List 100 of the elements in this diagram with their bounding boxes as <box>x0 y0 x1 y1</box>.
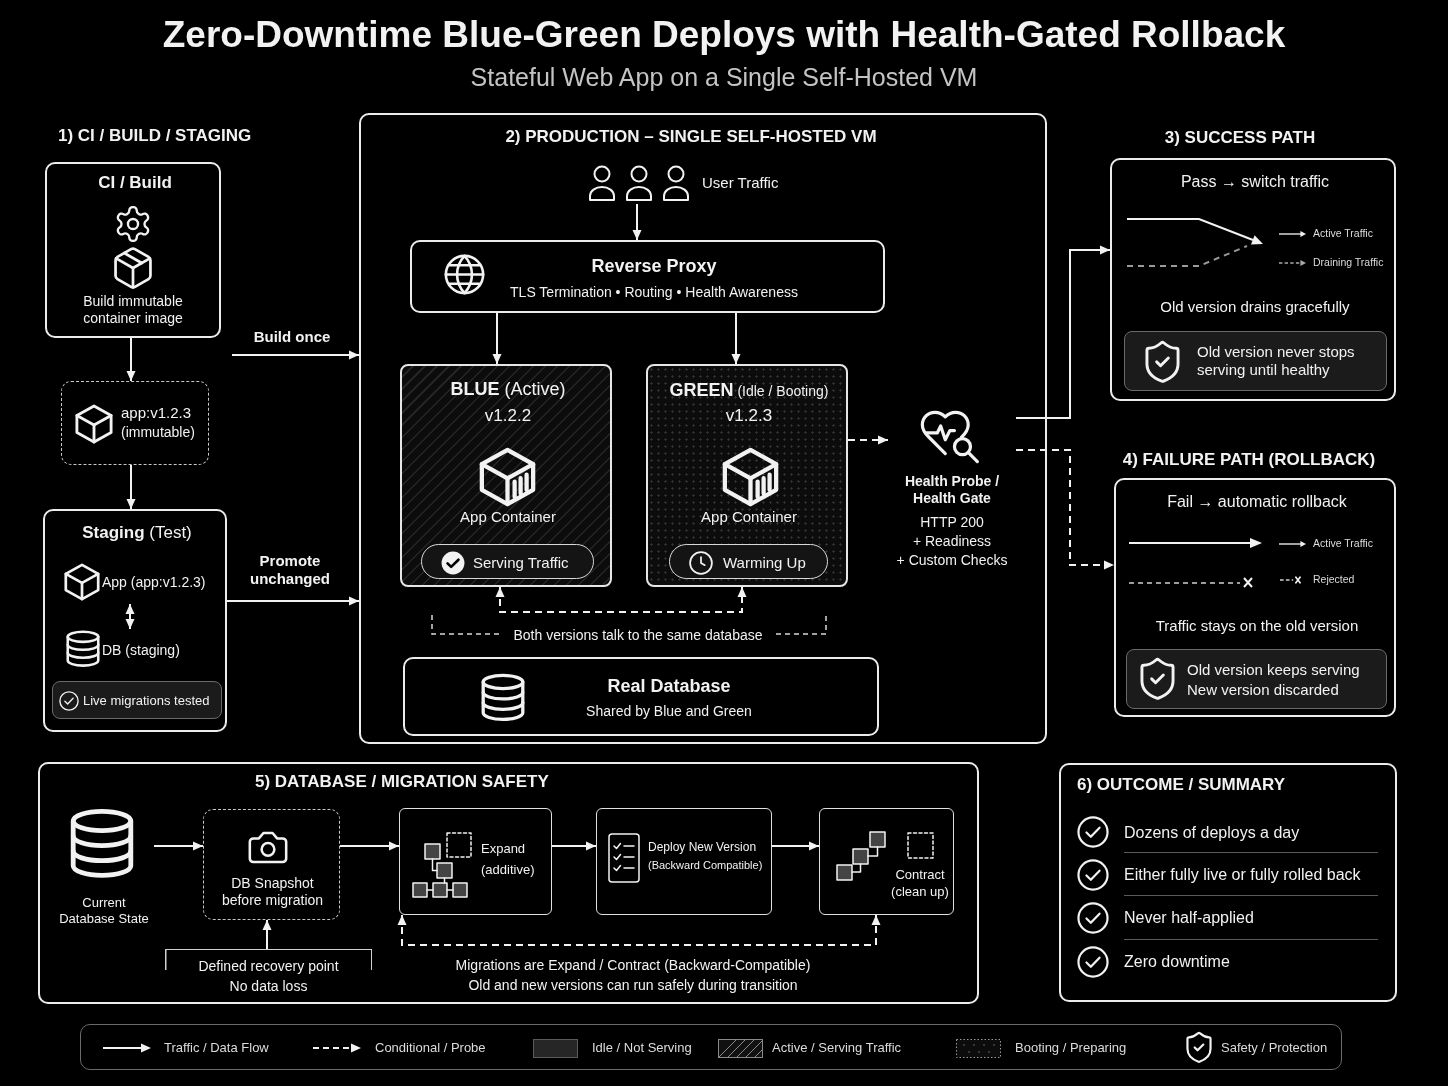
panel-subtitle: Fail → automatic rollback <box>1166 492 1348 512</box>
status-badge <box>52 681 222 719</box>
note: Defined recovery point <box>197 958 340 976</box>
component-label: DB (staging) <box>102 642 181 660</box>
description: DB Snapshot before migration <box>220 875 325 910</box>
version-label: v1.2.2 <box>483 406 533 427</box>
box-title: Staging (Test) <box>81 523 193 544</box>
check-item: HTTP 200 <box>919 514 985 532</box>
section-heading: 1) CI / BUILD / STAGING <box>58 126 253 147</box>
vm-panel <box>359 113 1047 744</box>
arrow <box>771 841 820 851</box>
note: Old version keeps serving <box>1187 661 1361 680</box>
note: New version discarded <box>1187 681 1340 700</box>
legend-label: Active Traffic <box>1313 537 1373 550</box>
gate-title: Health Probe / Health Gate <box>903 473 1001 508</box>
image-tag: app:v1.2.3 <box>121 404 207 423</box>
section-heading: 2) PRODUCTION – SINGLE SELF-HOSTED VM <box>504 127 878 148</box>
note: No data loss <box>228 978 309 996</box>
legend-label: Conditional / Probe <box>375 1040 486 1056</box>
status-label: Warming Up <box>723 554 807 573</box>
arrow <box>551 841 597 851</box>
component-label: App Container <box>700 508 798 527</box>
build-panel <box>45 162 221 338</box>
traffic-label: User Traffic <box>702 174 780 193</box>
step-box <box>596 808 772 915</box>
summary-item: Either fully live or fully rolled back <box>1124 865 1362 885</box>
footnote: Old and new versions can run safely during transition <box>467 977 799 995</box>
legend-label: Active / Serving Traffic <box>772 1040 902 1056</box>
safety-note-box <box>1126 649 1387 709</box>
legend-label: Rejected <box>1313 573 1355 586</box>
dashed-arrow <box>847 435 889 445</box>
box-title: Real Database <box>606 676 732 698</box>
safety-note-box <box>1124 331 1387 391</box>
proxy-box <box>410 240 885 313</box>
step-box <box>399 808 552 915</box>
arrow <box>125 603 135 630</box>
arrow <box>153 841 204 851</box>
dashed-artifact-box <box>61 381 209 465</box>
status-label: Live migrations tested <box>83 693 211 709</box>
section-heading: 4) FAILURE PATH (ROLLBACK) <box>1121 450 1377 471</box>
step-title: Expand <box>481 841 527 857</box>
summary-item: Zero downtime <box>1124 952 1231 972</box>
description: TLS Termination • Routing • Health Awareness <box>509 284 799 302</box>
legend-label: Idle / Not Serving <box>592 1040 692 1056</box>
legend-label: Active Traffic <box>1313 227 1373 240</box>
description: Build immutable container image <box>82 293 184 328</box>
hatched-container-box <box>400 364 612 587</box>
dashed-arrow <box>1015 449 1115 570</box>
step-note: (additive) <box>481 862 536 878</box>
description: Shared by Blue and Green <box>585 703 753 721</box>
step-note: (Backward Compatible) <box>648 859 764 873</box>
image-note: (immutable) <box>121 424 196 442</box>
legend-label: Traffic / Data Flow <box>164 1040 269 1056</box>
component-label: App (app:v1.2.3) <box>102 574 207 592</box>
bracket-label: Both versions talk to the same database <box>512 627 764 645</box>
step-title: Contract <box>894 867 946 883</box>
arrow <box>262 919 272 950</box>
arrow <box>231 350 360 360</box>
dashed-snapshot-box <box>203 809 340 920</box>
dotted-container-box <box>646 364 848 587</box>
arrow <box>126 464 136 510</box>
legend-label: Draining Traffic <box>1313 256 1384 269</box>
summary-item: Dozens of deploys a day <box>1124 823 1301 843</box>
summary-item: Never half-applied <box>1124 908 1255 928</box>
status-pill <box>669 544 828 579</box>
legend-label: Booting / Preparing <box>1015 1040 1127 1056</box>
arrow <box>632 203 642 241</box>
dashed-arrow <box>397 914 881 946</box>
description: Current Database State <box>58 895 150 927</box>
arrow <box>492 312 502 365</box>
step-note: (clean up) <box>890 884 950 900</box>
footnote: Migrations are Expand / Contract (Backward-Compatible) <box>454 957 812 975</box>
arrow <box>126 337 136 382</box>
legend-label: Safety / Protection <box>1221 1040 1328 1056</box>
section-heading: 6) OUTCOME / SUMMARY <box>1077 775 1287 796</box>
arrow <box>1015 245 1111 419</box>
step-box <box>819 808 954 915</box>
edge-label: Build once <box>252 328 332 347</box>
status-label: Serving Traffic <box>473 554 570 573</box>
edge-label: Promote unchanged <box>249 552 331 589</box>
description: Old version drains gracefully <box>1159 298 1351 317</box>
arrow <box>731 312 741 365</box>
version-label: v1.2.3 <box>724 406 774 427</box>
section-heading: 5) DATABASE / MIGRATION SAFETY <box>255 772 550 793</box>
staging-panel <box>43 509 227 732</box>
database-box <box>403 657 879 736</box>
arrow <box>339 841 400 851</box>
box-title: BLUE (Active) <box>449 379 567 401</box>
check-item: + Readiness <box>911 533 993 551</box>
note: Old version never stops serving until healthy <box>1197 343 1356 380</box>
summary-panel <box>1059 763 1397 1002</box>
box-title: GREEN (Idle / Booting) <box>668 380 830 402</box>
subtitle: Stateful Web App on a Single Self-Hosted VM <box>469 62 979 93</box>
migration-panel <box>38 762 979 1004</box>
section-heading: 3) SUCCESS PATH <box>1163 128 1317 149</box>
step-title: Deploy New Version <box>648 840 758 855</box>
box-title: CI / Build <box>97 173 173 194</box>
description: Traffic stays on the old version <box>1154 617 1360 636</box>
dashed-arrow <box>495 586 747 613</box>
component-label: App Container <box>459 508 557 527</box>
